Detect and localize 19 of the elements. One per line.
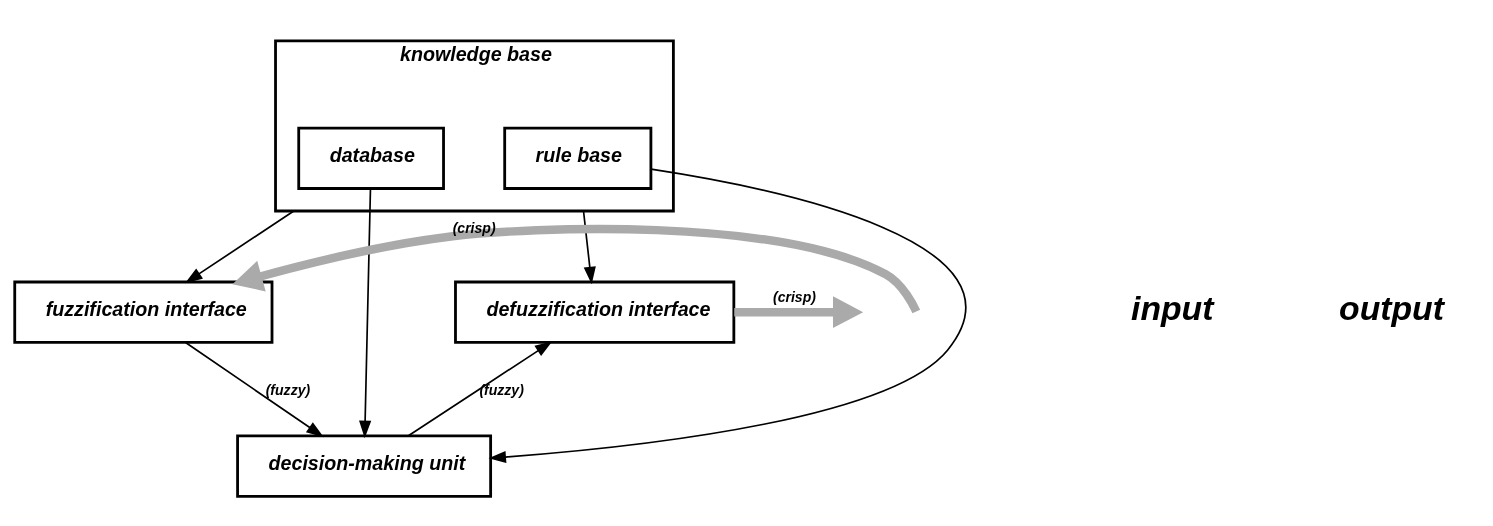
edge-label: (crisp) — [452, 220, 496, 237]
node-box: rule base — [503, 126, 653, 190]
edge-label: (crisp) — [772, 289, 816, 306]
arrow — [359, 188, 372, 439]
arrow — [232, 224, 921, 314]
node-box: defuzzification interface — [454, 280, 736, 344]
arrow — [734, 296, 864, 329]
label: output — [1339, 288, 1444, 327]
node-box: database — [297, 126, 445, 190]
arrow — [185, 341, 324, 438]
arrow — [488, 168, 967, 464]
arrow — [185, 210, 295, 284]
label: input — [1131, 288, 1214, 327]
edge-label: (fuzzy) — [265, 382, 311, 399]
node-box: fuzzification interface — [13, 280, 274, 344]
arrow — [407, 341, 553, 437]
edge-label: (fuzzy) — [479, 382, 524, 399]
arrow — [582, 210, 596, 285]
node-box: decision-making unit — [236, 434, 493, 498]
